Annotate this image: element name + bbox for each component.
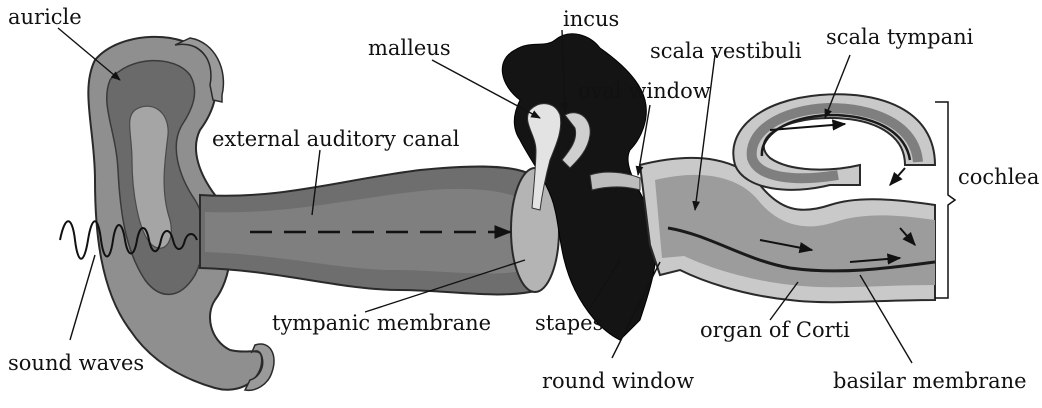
label-basilar-membrane: basilar membrane — [833, 369, 1027, 393]
cochlea-shape — [640, 94, 935, 302]
label-scala-vestibuli: scala vestibuli — [650, 39, 802, 63]
label-scala-tympani: scala tympani — [826, 25, 974, 49]
label-organ-of-corti: organ of Corti — [700, 318, 850, 342]
label-tympanic-membrane: tympanic membrane — [272, 311, 491, 335]
label-stapes: stapes — [535, 311, 603, 335]
cochlea-bracket — [935, 102, 955, 298]
label-oval-window: oval window — [578, 79, 711, 103]
label-malleus: malleus — [368, 36, 451, 60]
label-incus: incus — [563, 7, 619, 31]
label-sound-waves: sound waves — [8, 351, 144, 375]
label-external-auditory-canal: external auditory canal — [212, 127, 460, 151]
label-cochlea: cochlea — [958, 165, 1039, 189]
label-round-window: round window — [542, 369, 694, 393]
auditory-canal-shape — [200, 166, 540, 294]
label-auricle: auricle — [8, 5, 82, 29]
